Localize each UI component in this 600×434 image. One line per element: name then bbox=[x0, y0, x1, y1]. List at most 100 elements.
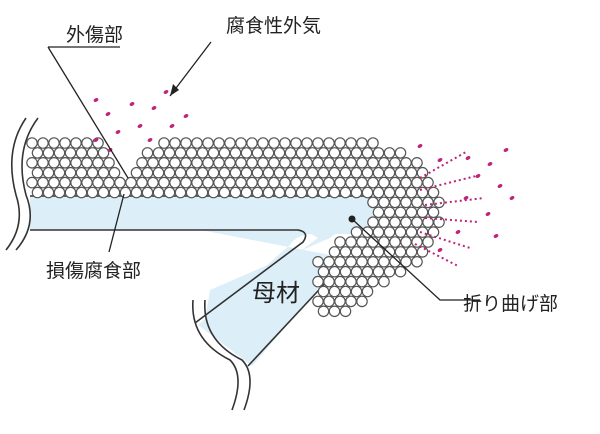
corrosive-speck bbox=[475, 173, 481, 179]
coating-particle bbox=[191, 137, 203, 149]
coating-particle bbox=[290, 176, 302, 189]
corrosive-speck bbox=[485, 211, 491, 217]
coating-particle bbox=[317, 166, 330, 179]
coating-particle bbox=[372, 147, 385, 159]
coating-particle bbox=[356, 157, 368, 169]
coating-particle bbox=[180, 157, 192, 169]
coating-particle bbox=[64, 186, 77, 199]
coating-particle bbox=[240, 186, 253, 199]
coating-particle bbox=[328, 265, 341, 278]
corrosive-arrow-head bbox=[170, 84, 179, 96]
coating-particle bbox=[246, 137, 258, 149]
coating-particle bbox=[48, 176, 60, 189]
coating-particle bbox=[389, 236, 401, 248]
base-material-inner-outline bbox=[30, 229, 307, 324]
coating-particle bbox=[372, 186, 385, 199]
coating-particle bbox=[163, 166, 176, 179]
coating-particle bbox=[345, 157, 357, 169]
coating-particle bbox=[323, 255, 335, 268]
coating-particle bbox=[334, 275, 346, 288]
coating-particle bbox=[64, 166, 77, 179]
coating-particle bbox=[114, 176, 126, 189]
coating-particle bbox=[158, 157, 170, 169]
coating-particle bbox=[141, 166, 154, 179]
coating-particle bbox=[383, 246, 396, 258]
coating-particle bbox=[394, 265, 407, 278]
coating-particle bbox=[48, 137, 60, 149]
coating-particle bbox=[312, 295, 324, 308]
coating-particle bbox=[26, 157, 38, 169]
coating-particle bbox=[224, 157, 236, 169]
coating-particle bbox=[268, 176, 280, 189]
coating-particle bbox=[306, 186, 319, 199]
coating-particle bbox=[163, 186, 176, 199]
corrosive-speck bbox=[417, 143, 423, 149]
coating-particle bbox=[383, 206, 396, 219]
coating-particle bbox=[301, 137, 313, 149]
coating-particle bbox=[229, 186, 242, 199]
coating-particle bbox=[196, 186, 209, 199]
coating-particle bbox=[312, 275, 324, 288]
corrosive-speck bbox=[115, 129, 121, 135]
coating-particle bbox=[372, 226, 385, 238]
coating-particle bbox=[328, 305, 341, 318]
coating-particle bbox=[339, 285, 352, 298]
coating-particle bbox=[81, 157, 93, 169]
coating-particle bbox=[240, 147, 253, 159]
coating-particle bbox=[53, 147, 66, 159]
coating-particle bbox=[301, 176, 313, 189]
coating-particle bbox=[361, 246, 374, 258]
coating-particle bbox=[191, 176, 203, 189]
coating-particle bbox=[64, 147, 77, 159]
coating-particle bbox=[361, 226, 374, 238]
corrosive-ray bbox=[419, 151, 467, 179]
coating-particle bbox=[213, 157, 225, 169]
coating-particle bbox=[323, 275, 335, 288]
coating-particle bbox=[174, 147, 187, 159]
coating-particles bbox=[26, 137, 445, 318]
coating-particle bbox=[279, 137, 291, 149]
coating-particle bbox=[389, 196, 401, 209]
coating-particle bbox=[141, 186, 154, 199]
coating-particle bbox=[218, 147, 231, 159]
coating-particle bbox=[86, 166, 99, 179]
coating-particle bbox=[356, 137, 368, 149]
coating-particle bbox=[422, 196, 434, 209]
coating-particle bbox=[59, 137, 71, 149]
coating-particle bbox=[119, 186, 132, 199]
coating-particle bbox=[108, 186, 121, 199]
corrosive-speck bbox=[183, 113, 189, 119]
coating-particle bbox=[31, 166, 44, 179]
corrosive-speck bbox=[151, 105, 157, 111]
coating-particle bbox=[400, 157, 412, 169]
corrosive-speck bbox=[93, 97, 99, 103]
corrosive-air-particles bbox=[93, 89, 515, 267]
coating-particle bbox=[284, 147, 297, 159]
corrosive-speck bbox=[493, 233, 499, 239]
coating-particle bbox=[59, 176, 71, 189]
label-damaged-corrosion: 損傷腐食部 bbox=[46, 260, 141, 282]
coating-particle bbox=[383, 166, 396, 179]
coating-particle bbox=[356, 255, 368, 268]
coating-particle bbox=[394, 186, 407, 199]
coating-particle bbox=[317, 265, 330, 278]
coating-particle bbox=[279, 157, 291, 169]
coating-particle bbox=[26, 137, 38, 149]
coating-particle bbox=[202, 137, 214, 149]
coating-particle bbox=[92, 157, 104, 169]
coating-particle bbox=[290, 157, 302, 169]
leader-damaged-corrosion bbox=[108, 193, 125, 253]
coating-particle bbox=[367, 157, 379, 169]
coating-particle bbox=[191, 157, 203, 169]
coating-particle bbox=[301, 157, 313, 169]
coating-particle bbox=[268, 157, 280, 169]
coating-particle bbox=[427, 186, 440, 199]
coating-particle bbox=[246, 176, 258, 189]
coating-particle bbox=[185, 186, 198, 199]
coating-particle bbox=[174, 166, 187, 179]
coating-particle bbox=[350, 246, 363, 258]
coating-particle bbox=[411, 196, 423, 209]
coating-particle bbox=[207, 147, 220, 159]
coating-particle bbox=[361, 186, 374, 199]
coating-particle bbox=[218, 186, 231, 199]
